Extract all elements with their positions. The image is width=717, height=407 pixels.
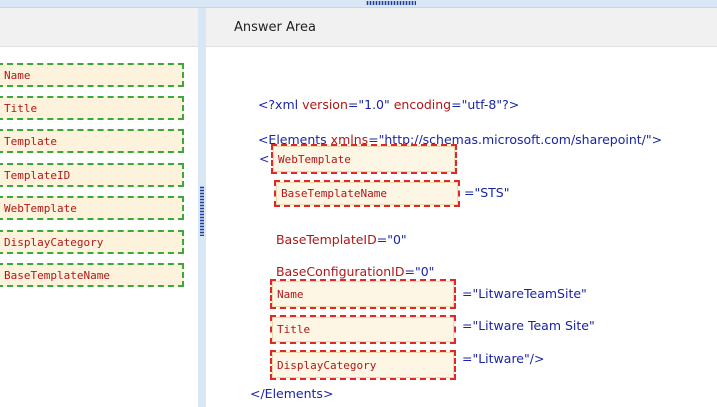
drop-target-element-tag[interactable]: WebTemplate: [271, 144, 457, 174]
top-splitter-bar[interactable]: [0, 0, 717, 8]
base-template-id-attr: BaseTemplateID: [275, 231, 377, 247]
elements-close-line: </Elements>: [250, 386, 334, 401]
choice-name[interactable]: Name: [0, 63, 184, 87]
xml-encoding-val: ="utf-8": [451, 96, 503, 112]
xml-version-attr: version: [302, 96, 348, 112]
xml-decl-close: ?>: [502, 96, 520, 112]
choice-template[interactable]: Template: [0, 129, 184, 153]
choice-base-template-name[interactable]: BaseTemplateName: [0, 263, 184, 287]
drop-target-category[interactable]: DisplayCategory: [270, 350, 456, 380]
name-value: ="LitwareTeamSite": [462, 286, 587, 301]
answer-area-title: Answer Area: [234, 20, 316, 35]
webtemplate-open-bracket: <: [259, 151, 270, 166]
splitter-grip-icon[interactable]: [200, 186, 204, 236]
base-configuration-id-line: BaseConfigurationID="0": [268, 253, 434, 278]
elements-open-tag: <Elements: [257, 131, 331, 147]
xml-decl-open: <?xml: [257, 96, 303, 112]
base-template-id-val: ="0": [376, 231, 407, 247]
drop-target-name[interactable]: Name: [270, 279, 456, 309]
drop-target-base-template[interactable]: BaseTemplateName: [274, 180, 460, 207]
elements-xmlns-attr: xmlns: [330, 131, 369, 147]
choice-title[interactable]: Title: [0, 96, 184, 120]
xml-version-val: ="1.0": [347, 96, 394, 112]
drop-target-title[interactable]: Title: [270, 315, 456, 344]
title-value: ="Litware Team Site": [462, 318, 595, 333]
choice-display-category[interactable]: DisplayCategory: [0, 230, 184, 254]
category-value: ="Litware"/>: [462, 351, 545, 366]
elements-open-line: <Elements xmlns="http://schemas.microsof…: [250, 121, 662, 146]
elements-xmlns-val: ="http://schemas.microsoft.com/sharepoin…: [368, 131, 663, 147]
xml-encoding-attr: encoding: [393, 96, 452, 112]
base-configuration-id-attr: BaseConfigurationID: [275, 263, 405, 279]
answer-area-header: Answer Area: [206, 8, 717, 47]
xml-declaration-line: <?xml version="1.0" encoding="utf-8"?>: [250, 86, 519, 111]
choice-template-id[interactable]: TemplateID: [0, 163, 184, 187]
choice-web-template[interactable]: WebTemplate: [0, 196, 184, 220]
base-template-value: ="STS": [464, 185, 510, 200]
choices-panel: Name Title Template TemplateID WebTempla…: [0, 8, 198, 407]
choices-header: [0, 8, 198, 47]
base-template-id-line: BaseTemplateID="0": [268, 221, 407, 246]
grip-handle-icon[interactable]: [366, 1, 416, 5]
answer-area-panel: Answer Area: [206, 8, 717, 407]
base-configuration-id-val: ="0": [404, 263, 435, 279]
